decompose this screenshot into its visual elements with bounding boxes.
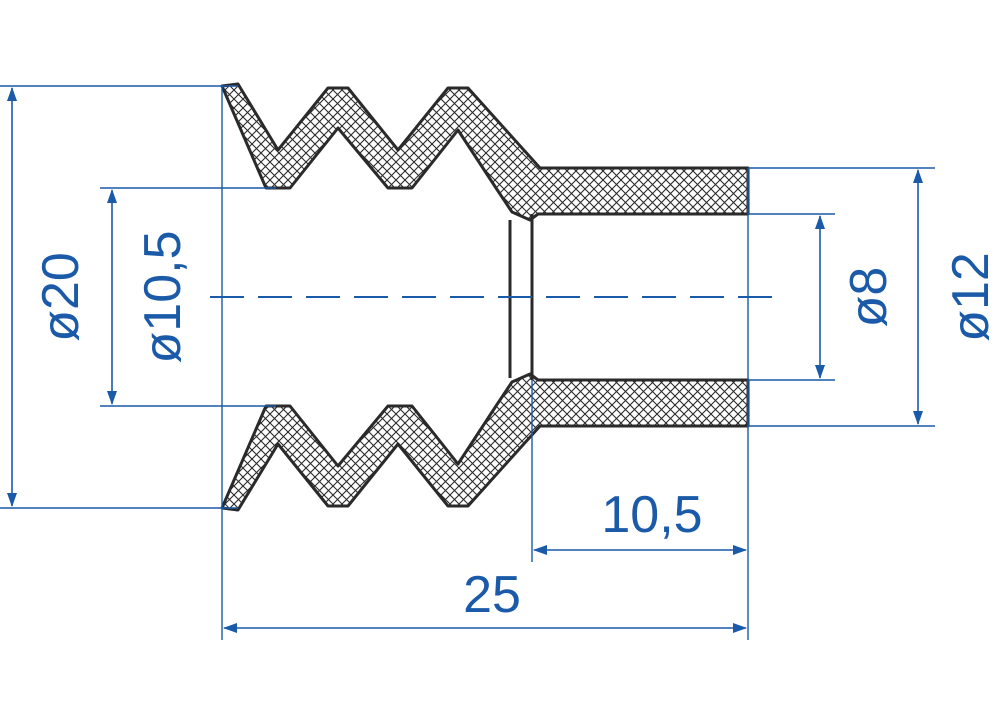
dimension-lines [7,87,923,633]
label-inner-diameter: ø10,5 [134,231,192,364]
label-overall-diameter: ø20 [32,252,90,342]
label-collar-diameter: ø12 [942,252,1000,342]
dimension-labels: ø20 ø10,5 ø12 ø8 10,5 25 [32,231,1000,624]
label-bore-diameter: ø8 [840,267,898,328]
bellows-lower-wall [220,372,750,512]
label-collar-length: 10,5 [601,486,702,544]
extension-lines [0,85,935,640]
bellows-upper-wall [220,82,750,222]
part-section [210,82,780,512]
label-overall-length: 25 [463,566,521,624]
